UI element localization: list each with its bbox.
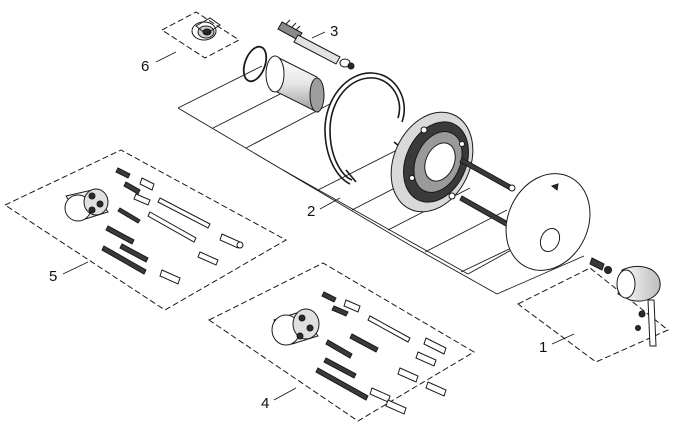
assembly-lines [177,65,585,295]
callout-leaders [62,31,575,401]
o-ring [242,45,268,83]
callout-3: 3 [330,23,339,40]
kit-5-parts [64,167,244,285]
part-1-handle [589,257,661,347]
callout-2: 2 [307,203,316,220]
kit-4-outline [208,262,475,422]
part-6-adaptor [191,17,221,41]
kit-6-outline [161,11,240,59]
callout-4: 4 [261,395,270,412]
kit-1-outline [517,267,669,363]
part-3-spindle [277,19,355,70]
kit-5-outline [3,149,288,311]
callout-1: 1 [539,339,548,356]
callout-5: 5 [49,268,58,285]
part-escutcheon [505,173,591,271]
callout-6: 6 [141,58,150,75]
part-sleeve [265,55,325,113]
kit-4-parts [271,291,447,415]
part-mounting-plate [390,111,474,213]
